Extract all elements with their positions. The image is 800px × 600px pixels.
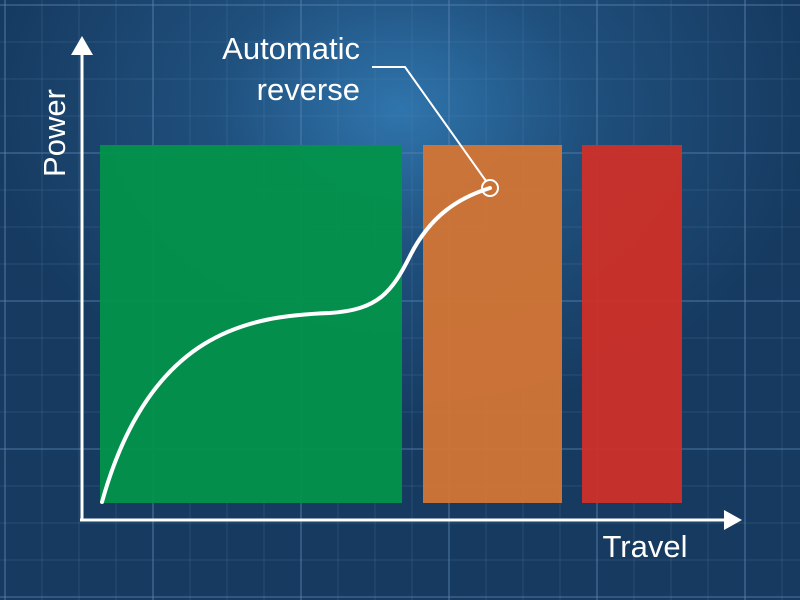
orange-zone [423, 145, 562, 503]
annotation-leader-line [372, 66, 487, 182]
annotation-line-2: reverse [257, 72, 360, 107]
x-axis-label: Travel [603, 529, 688, 564]
y-axis-arrow-icon [71, 36, 93, 55]
red-zone [582, 145, 682, 503]
power-curve [100, 186, 492, 504]
annotation-line-1: Automatic [222, 31, 360, 66]
reverse-point-marker [481, 179, 499, 197]
x-axis-arrow-icon [724, 510, 742, 530]
y-axis-label: Power [37, 89, 72, 177]
